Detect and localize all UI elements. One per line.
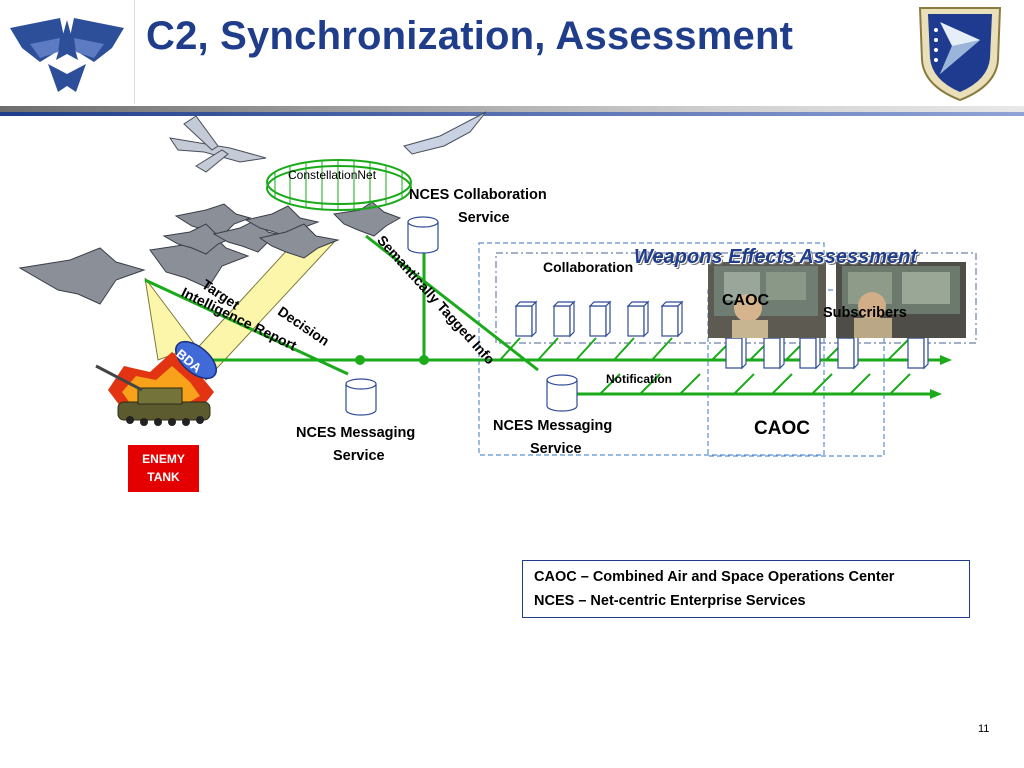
afrl-shield-icon	[918, 7, 1002, 102]
nces-collab-label-line1: NCES Collaboration	[409, 187, 547, 203]
arrow-head	[930, 389, 942, 399]
aircraft-icon	[18, 201, 402, 305]
caoc-bottom-label: CAOC	[754, 418, 810, 439]
nces-collab-label-line2: Service	[458, 210, 510, 226]
database-icon	[345, 216, 578, 416]
air-force-logo-icon	[10, 18, 124, 92]
bda-badge	[175, 340, 217, 380]
server-icon	[514, 300, 930, 370]
arrow-head	[940, 355, 952, 365]
network-node	[419, 355, 429, 365]
constellation-net-label: ConstellationNet	[288, 168, 377, 182]
caoc-top-label: CAOC	[722, 292, 770, 309]
uav-aircraft-icon	[403, 111, 487, 155]
awacs-aircraft-icon	[168, 115, 267, 173]
operator-icon	[708, 262, 966, 338]
enemy-label-line2: TANK	[147, 470, 180, 484]
collaboration-label: Collaboration	[543, 259, 634, 275]
weapons-effects-label: Weapons Effects Assessment	[634, 246, 918, 268]
header-divider	[0, 106, 1024, 112]
acronym-legend: CAOC – Combined Air and Space Operations…	[522, 560, 970, 618]
legend-nces: NCES – Net-centric Enterprise Services	[534, 593, 806, 609]
network-node	[355, 355, 365, 365]
legend-caoc: CAOC – Combined Air and Space Operations…	[534, 569, 895, 585]
page-title: C2, Synchronization, Assessment	[146, 14, 794, 58]
page-number: 11	[978, 723, 990, 735]
constellation-net-ring	[266, 159, 412, 211]
nces-msg2-label-line2: Service	[530, 441, 582, 457]
notification-label: Notification	[606, 372, 672, 386]
nces-msg1-label-line2: Service	[333, 448, 385, 464]
enemy-label-line1: ENEMY	[142, 452, 185, 466]
subscribers-label: Subscribers	[823, 305, 907, 321]
air-force-logo	[0, 0, 135, 104]
header-divider-accent	[0, 112, 1024, 116]
collaboration-region	[478, 242, 825, 456]
nces-msg2-label-line1: NCES Messaging	[493, 418, 613, 434]
nces-msg1-label-line1: NCES Messaging	[296, 425, 416, 441]
enemy-tank-label: ENEMY TANK	[128, 445, 199, 492]
